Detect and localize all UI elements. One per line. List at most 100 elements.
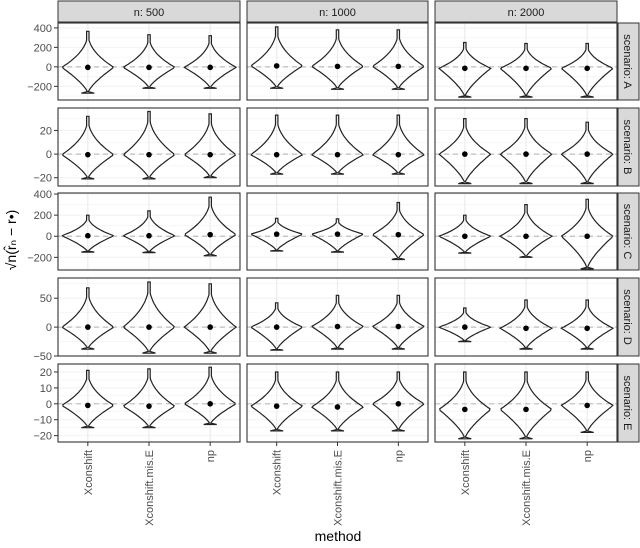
column-strip <box>57 0 241 23</box>
mean-point <box>584 402 590 409</box>
violin <box>500 371 552 440</box>
x-tick-label: np <box>582 450 594 462</box>
violin <box>371 294 425 350</box>
panel-border <box>434 277 618 357</box>
mean-point <box>273 324 280 330</box>
mean-point <box>85 324 91 330</box>
y-tick-label: 200 <box>34 210 52 222</box>
violin <box>62 115 114 180</box>
y-tick-label: 400 <box>34 189 52 201</box>
mean-point <box>462 151 468 157</box>
column-strip-label: n: 2000 <box>508 7 545 19</box>
violin <box>438 118 492 185</box>
mean-point <box>273 231 280 237</box>
violin <box>372 114 425 175</box>
mean-point <box>334 151 341 158</box>
mean-point <box>462 324 468 330</box>
violin <box>561 42 614 98</box>
y-tick-label: 0 <box>46 322 52 334</box>
mean-point <box>462 406 468 413</box>
mean-point <box>146 232 152 239</box>
mean-point <box>273 403 280 409</box>
mean-point <box>395 231 402 238</box>
row-strip <box>617 107 640 187</box>
violin <box>123 368 175 429</box>
violin <box>123 34 175 89</box>
x-tick-label: np <box>205 450 217 462</box>
mean-point <box>85 64 91 71</box>
y-tick-label: −20 <box>33 173 52 185</box>
panel-border <box>434 192 618 271</box>
violin <box>183 35 238 89</box>
violin <box>184 196 236 257</box>
violin <box>439 371 491 440</box>
row-strip <box>617 363 640 443</box>
violin <box>61 30 114 94</box>
mean-point <box>207 231 213 238</box>
violin <box>184 113 236 179</box>
y-tick-label: 200 <box>34 42 52 54</box>
mean-point <box>523 406 529 413</box>
row-strip-label: scenario: B <box>621 119 633 174</box>
violin <box>61 214 115 253</box>
y-tick-label: 0 <box>46 399 52 411</box>
row-strip <box>617 277 640 357</box>
y-tick-label: 0 <box>46 62 52 74</box>
panel-border <box>57 22 241 101</box>
violin <box>311 218 364 253</box>
row-strip-label: scenario: A <box>621 34 633 89</box>
violin <box>437 41 492 98</box>
mean-point <box>334 231 341 237</box>
row-strip <box>617 192 640 271</box>
mean-point <box>523 65 529 72</box>
violin <box>62 369 114 429</box>
column-strip-label: n: 1000 <box>319 7 356 19</box>
violin <box>123 110 175 180</box>
y-tick-label: 20 <box>40 367 52 379</box>
panel-border <box>57 192 241 271</box>
violin <box>122 210 176 254</box>
y-tick-label: −50 <box>33 351 52 363</box>
violin <box>311 114 364 175</box>
violin <box>311 294 364 350</box>
mean-point <box>395 151 402 158</box>
violin <box>250 302 303 351</box>
mean-point <box>584 233 590 240</box>
mean-point <box>273 151 280 158</box>
panel-border <box>434 22 618 101</box>
mean-point <box>85 151 91 158</box>
mean-point <box>523 233 529 240</box>
column-strip-label: n: 500 <box>134 7 165 19</box>
mean-point <box>273 63 280 69</box>
x-tick-label: Xconshift <box>460 450 472 495</box>
violin <box>184 366 236 426</box>
violin <box>498 299 554 350</box>
panel-border <box>57 277 241 357</box>
violin <box>372 29 425 90</box>
mean-point <box>207 64 213 71</box>
panel-border <box>246 22 429 101</box>
x-tick-label: Xconshift <box>83 450 95 495</box>
violin <box>560 299 615 350</box>
mean-point <box>334 63 341 70</box>
violin <box>372 371 425 432</box>
violin <box>250 114 303 175</box>
violin <box>311 29 364 90</box>
mean-point <box>395 63 402 70</box>
mean-point <box>395 323 402 330</box>
mean-point <box>334 404 341 410</box>
column-strip <box>246 0 429 23</box>
mean-point <box>395 400 402 407</box>
violin <box>437 307 492 343</box>
panel-border <box>246 192 429 271</box>
mean-point <box>146 403 152 409</box>
mean-point <box>207 324 213 330</box>
y-tick-label: 20 <box>40 125 52 137</box>
y-tick-label: 400 <box>34 23 52 35</box>
y-tick-label: 0 <box>46 231 52 243</box>
panel-border <box>57 107 241 187</box>
violin <box>251 217 303 252</box>
mean-point <box>334 323 341 330</box>
row-strip <box>617 22 640 101</box>
mean-point <box>584 325 590 332</box>
